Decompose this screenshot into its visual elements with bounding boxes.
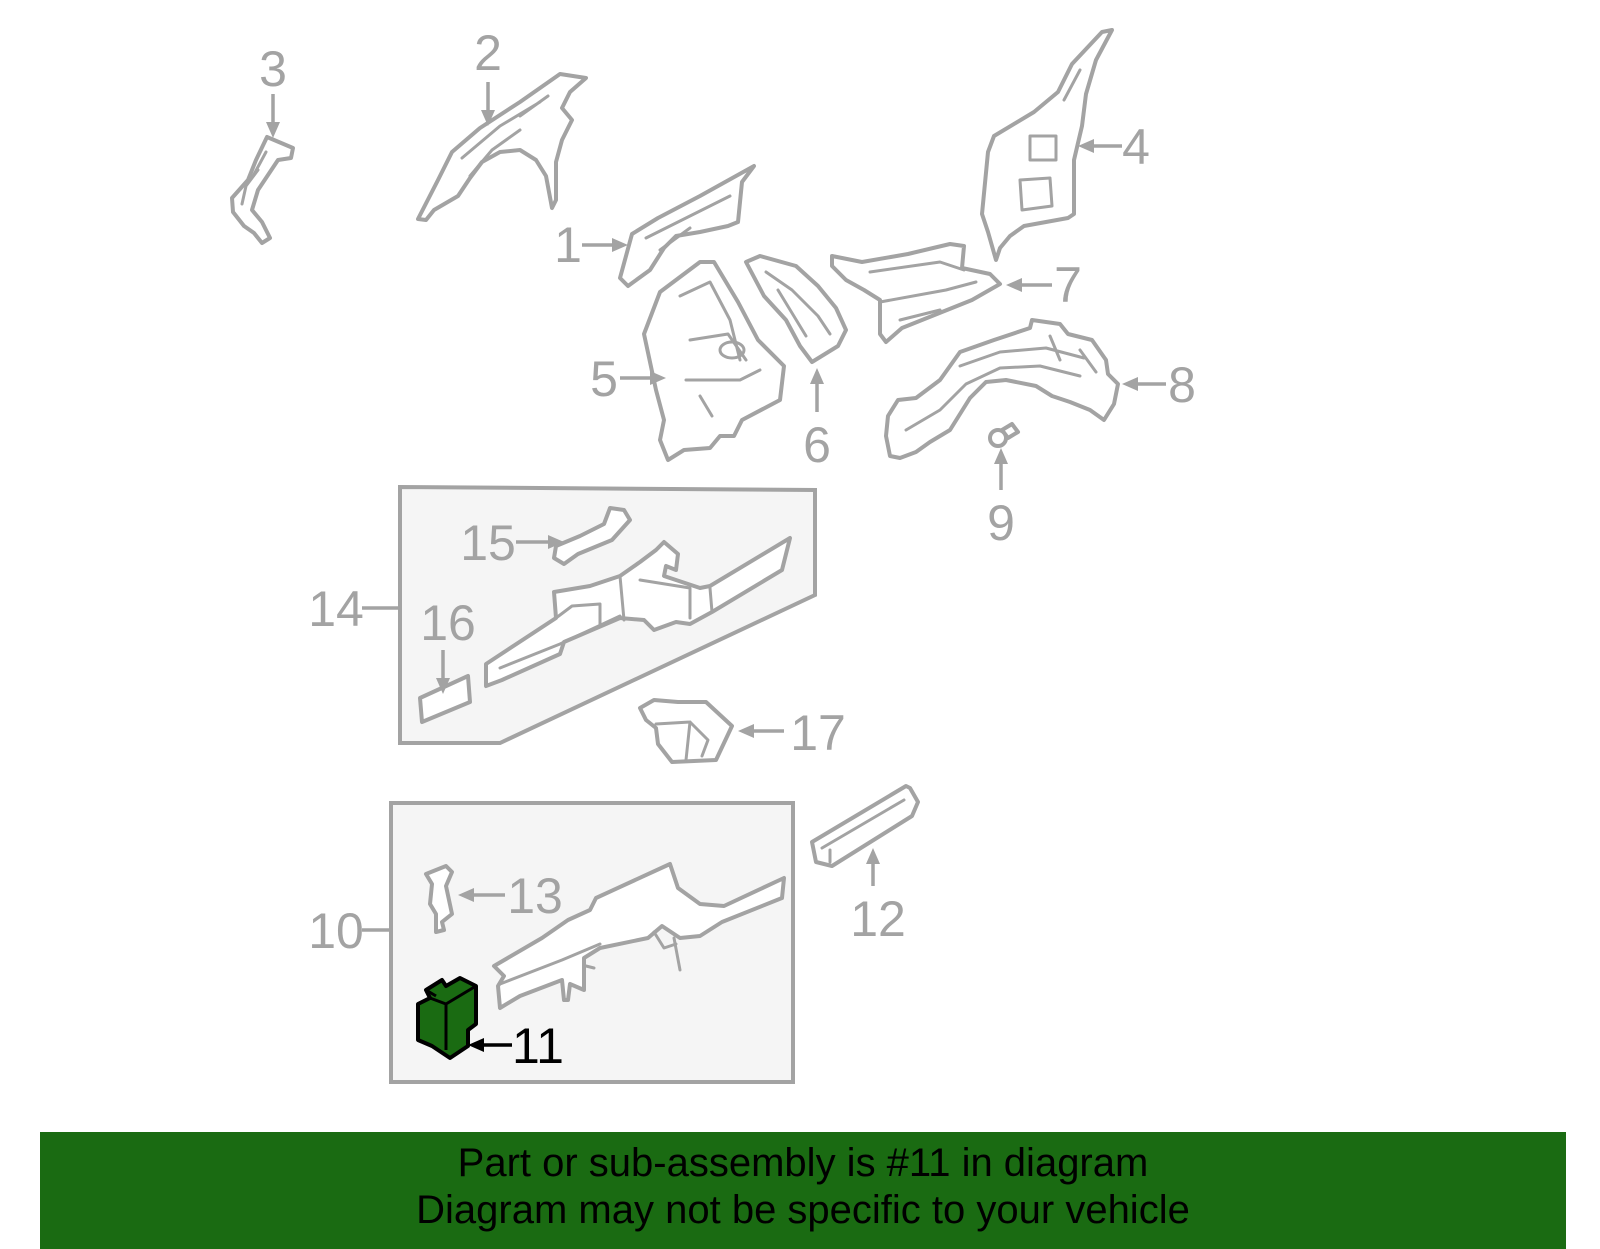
- callout-5: 5: [590, 351, 618, 407]
- part-1[interactable]: [618, 164, 756, 288]
- part-14-assembly[interactable]: [484, 536, 792, 688]
- callout-9: 9: [987, 495, 1015, 551]
- callout-17: 17: [790, 705, 846, 761]
- part-13[interactable]: [424, 864, 454, 934]
- part-3[interactable]: [230, 135, 295, 245]
- info-banner: Part or sub-assembly is #11 in diagram D…: [40, 1132, 1566, 1249]
- callout-7: 7: [1054, 257, 1082, 313]
- callout-6: 6: [803, 417, 831, 473]
- part-2[interactable]: [416, 72, 588, 222]
- callout-3: 3: [259, 41, 287, 97]
- callout-1: 1: [554, 217, 582, 273]
- leader-arrows: [266, 82, 1166, 1052]
- banner-line-2: Diagram may not be specific to your vehi…: [416, 1188, 1190, 1232]
- callout-16: 16: [420, 595, 476, 651]
- part-15[interactable]: [552, 506, 632, 566]
- part-16[interactable]: [418, 674, 472, 724]
- callout-labels: 3 2 1 4 5 6 7 8 9 15 14 16 17 12 13 10 1…: [259, 25, 1196, 1074]
- part-5[interactable]: [642, 260, 786, 462]
- part-11-highlighted[interactable]: [416, 976, 478, 1060]
- callout-14: 14: [308, 581, 364, 637]
- callout-13: 13: [507, 868, 563, 924]
- part-4[interactable]: [980, 28, 1114, 262]
- part-8[interactable]: [884, 318, 1120, 460]
- callout-2: 2: [474, 25, 502, 81]
- part-6[interactable]: [744, 254, 848, 364]
- callout-4: 4: [1122, 119, 1150, 175]
- callout-15: 15: [460, 515, 516, 571]
- part-10-assembly[interactable]: [492, 862, 786, 1010]
- callout-11: 11: [512, 1018, 564, 1074]
- part-7[interactable]: [830, 242, 1002, 344]
- callout-8: 8: [1168, 357, 1196, 413]
- callout-10: 10: [308, 903, 364, 959]
- part-17[interactable]: [638, 698, 734, 764]
- callout-12: 12: [850, 891, 906, 947]
- part-12[interactable]: [810, 784, 920, 868]
- part-9[interactable]: [988, 422, 1020, 448]
- banner-line-1: Part or sub-assembly is #11 in diagram: [457, 1141, 1149, 1185]
